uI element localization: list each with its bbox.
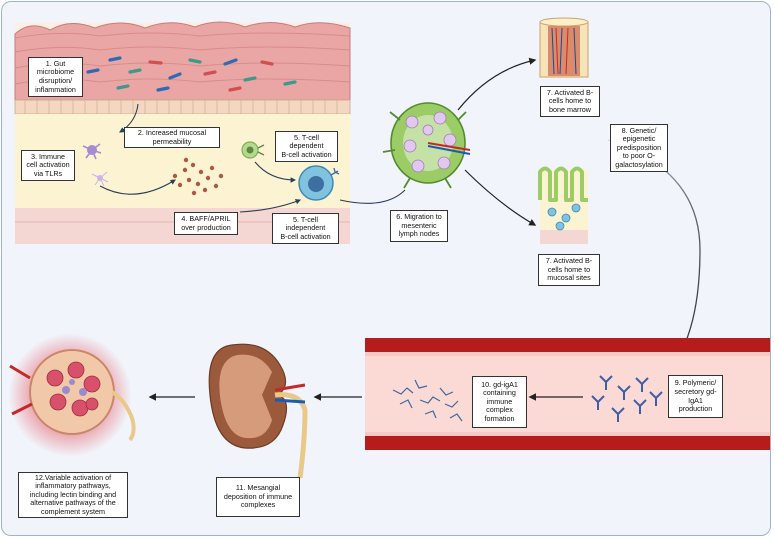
b-cell-icon [298,165,340,201]
label-step-5-t-dependent: 5. T-cell dependent B-cell activation [275,131,338,162]
label-step-2: 2. Increased mucosal permeability [124,127,220,148]
label-step-1: 1. Gut microbiome disruption/ inflammati… [28,57,83,97]
t-cell-icon [241,141,265,159]
label-step-7-bone-marrow: 7. Activated B- cells home to bone marro… [540,86,600,117]
bone-marrow-illustration [539,17,589,78]
immune-complexes [392,379,463,422]
label-step-5-t-independent: 5. T-cell independent B-cell activation [272,213,339,244]
label-step-10: 10. gd-igA1 containing immune complex fo… [472,376,527,428]
label-step-9: 9. Polymeric/ secretory gd- IgA1 product… [668,375,723,418]
immune-cell-icon [91,171,109,187]
kidney-illustration [208,343,308,479]
lymph-node-illustration [382,102,471,189]
label-step-4: 4. BAFF/APRIL over production [174,212,238,235]
label-step-12: 12.Variable activation of inflammatory p… [18,472,128,518]
glomerulus-illustration [8,333,136,457]
baff-april-cytokines [172,157,224,196]
iga1-antibodies [591,375,663,422]
dendritic-cell-icon [82,143,102,160]
label-step-11: 11. Mesangial deposition of immune compl… [216,477,300,517]
label-step-7-mucosal: 7. Activated B- cells home to mucosal si… [538,254,600,286]
label-step-8: 8. Genetic/ epigenetic predisposition to… [610,124,668,172]
mucosal-site-illustration [538,166,588,244]
label-step-6: 6. Migration to mesenteric lymph nodes [390,210,448,242]
label-step-3: 3. Immune cell activation via TLRs [21,150,75,181]
